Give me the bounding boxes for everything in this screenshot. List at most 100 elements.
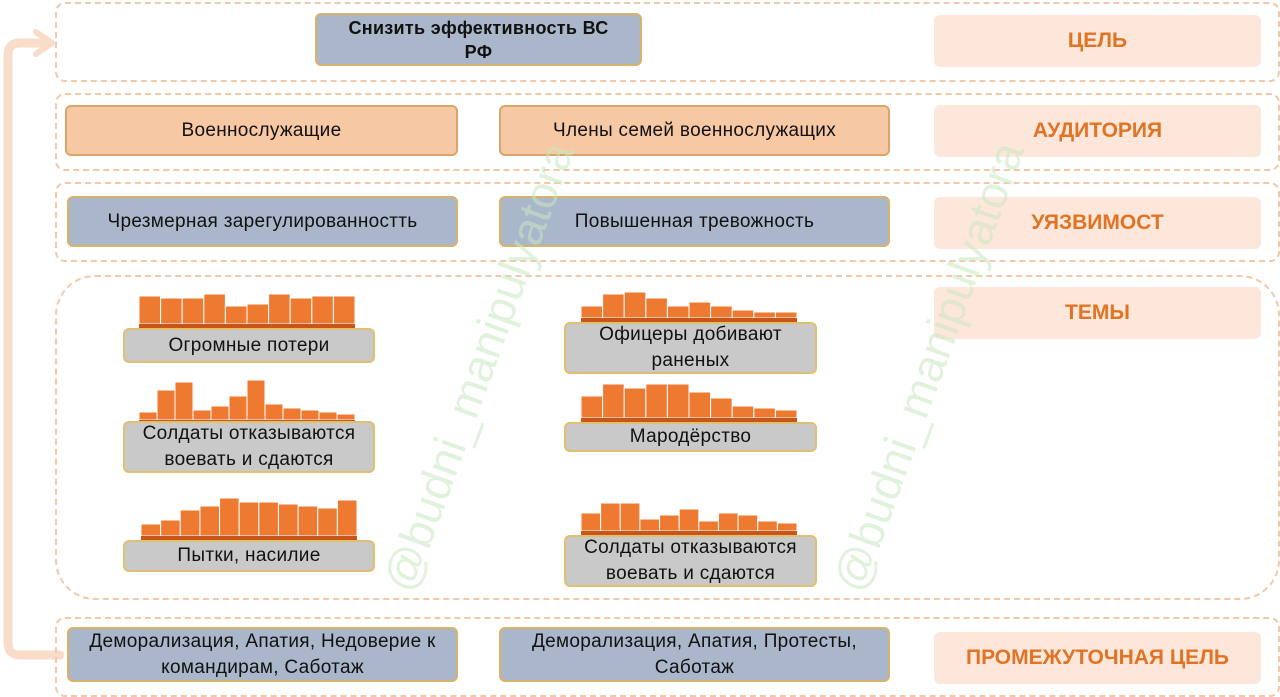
- histogram-bar: [179, 509, 201, 537]
- histogram-baseline: [581, 418, 797, 422]
- theme-text-3: Пытки, насилие: [177, 545, 321, 566]
- histogram-bar: [602, 383, 625, 419]
- histogram-bar: [600, 502, 621, 532]
- histogram-bar: [268, 293, 291, 325]
- vulnerability-text-1: Чрезмерная зарегулированностть: [107, 210, 418, 232]
- histogram-bar: [776, 522, 797, 532]
- histogram-bar: [289, 297, 313, 325]
- theme-box-2: Солдаты отказываются воевать и сдаются: [123, 421, 375, 473]
- histogram-bar: [203, 293, 226, 325]
- histogram-bar: [246, 380, 266, 421]
- histogram-bar: [282, 407, 302, 421]
- goal-text: Снизить эффективность ВС РФ: [348, 17, 609, 62]
- audience-text-2: Члены семей военнослужащих: [552, 119, 837, 141]
- histogram-baseline: [581, 531, 797, 535]
- theme-box-4: Офицеры добивают раненых: [564, 322, 817, 374]
- histogram-bar: [228, 395, 248, 421]
- histogram-bar: [318, 411, 338, 421]
- audience-box-servicemen: Военнослужащие: [65, 105, 458, 156]
- goal-band: [55, 2, 1280, 82]
- histogram-bar: [317, 507, 338, 537]
- histogram-bar: [678, 508, 700, 532]
- histogram-bar: [645, 297, 668, 319]
- intermediate-label: ПРОМЕЖУТОЧНАЯ ЦЕЛЬ: [934, 632, 1261, 684]
- theme-text-4: Офицеры добивают раненых: [599, 324, 782, 371]
- histogram-bar: [688, 391, 712, 419]
- histogram-bar: [710, 305, 733, 319]
- theme-histogram-6: [581, 502, 797, 535]
- histogram-bar: [581, 305, 604, 319]
- intermediate-box-2: Деморализация, Апатия, Протесты, Саботаж: [499, 627, 890, 682]
- histogram-bar: [300, 409, 320, 421]
- histogram-bar: [297, 505, 319, 537]
- histogram-bar: [688, 301, 712, 319]
- histogram-bar: [238, 501, 260, 537]
- vulnerability-box-anxiety: Повышенная тревожность: [499, 196, 890, 247]
- vulnerability-band: [55, 182, 1280, 262]
- histogram-bar: [639, 518, 661, 532]
- histogram-bar: [619, 502, 641, 532]
- goal-label: ЦЕЛЬ: [934, 15, 1261, 67]
- histogram-bar: [181, 297, 205, 325]
- histogram-bar: [210, 405, 230, 421]
- theme-histogram-1: [139, 293, 355, 328]
- histogram-baseline: [581, 318, 797, 322]
- histogram-bar: [139, 411, 158, 421]
- feedback-loop-arrow: [3, 29, 65, 660]
- histogram-bar: [332, 295, 355, 325]
- audience-text-1: Военнослужащие: [181, 119, 342, 141]
- histogram-bar: [666, 305, 690, 319]
- theme-histogram-2: [139, 380, 355, 424]
- histogram-bar: [666, 383, 690, 419]
- histogram-bar: [753, 407, 776, 419]
- histogram-bar: [224, 305, 248, 325]
- histogram-bar: [336, 499, 357, 537]
- theme-text-2: Солдаты отказываются воевать и сдаются: [142, 423, 356, 470]
- intermediate-text-1: Деморализация, Апатия, Недоверие к коман…: [89, 630, 436, 678]
- histogram-bar: [623, 387, 647, 419]
- vulnerability-box-regulation: Чрезмерная зарегулированностть: [67, 196, 458, 247]
- audience-label: АУДИТОРИЯ: [934, 105, 1261, 157]
- histogram-bar: [602, 293, 625, 319]
- intermediate-band: [55, 617, 1280, 697]
- histogram-bar: [139, 295, 162, 325]
- histogram-bar: [581, 395, 604, 419]
- intermediate-box-1: Деморализация, Апатия, Недоверие к коман…: [67, 627, 458, 682]
- histogram-bar: [192, 409, 212, 421]
- histogram-bar: [698, 520, 719, 532]
- theme-histogram-4: [581, 291, 797, 322]
- audience-box-families: Члены семей военнослужащих: [499, 105, 890, 156]
- histogram-bar: [156, 389, 176, 421]
- histogram-bar: [141, 523, 162, 537]
- vulnerability-text-2: Повышенная тревожность: [574, 210, 815, 232]
- theme-text-6: Солдаты отказываются воевать и сдаются: [584, 537, 797, 584]
- histogram-bar: [174, 381, 194, 421]
- histogram-bar: [623, 291, 647, 319]
- theme-histogram-3: [141, 497, 357, 540]
- histogram-bar: [246, 303, 270, 325]
- histogram-bar: [277, 503, 299, 537]
- vulnerability-label: УЯЗВИМОСТ: [934, 197, 1261, 249]
- histogram-bar: [659, 514, 680, 532]
- histogram-bar: [757, 520, 778, 532]
- histogram-baseline: [141, 536, 357, 540]
- histogram-bar: [264, 403, 284, 421]
- histogram-bar: [737, 514, 759, 532]
- themes-label: ТЕМЫ: [934, 287, 1261, 339]
- histogram-baseline: [139, 324, 355, 328]
- theme-text-5: Мародёрство: [629, 426, 752, 447]
- histogram-bar: [336, 413, 355, 421]
- histogram-bar: [160, 297, 183, 325]
- theme-box-3: Пытки, насилие: [123, 540, 375, 572]
- histogram-bar: [717, 512, 739, 532]
- histogram-bar: [753, 311, 776, 319]
- audience-band: [55, 93, 1280, 171]
- goal-box: Снизить эффективность ВС РФ: [315, 13, 642, 66]
- histogram-bar: [199, 505, 221, 537]
- theme-histogram-5: [581, 383, 797, 422]
- theme-text-1: Огромные потери: [168, 334, 330, 356]
- histogram-bar: [731, 405, 755, 419]
- intermediate-text-2: Деморализация, Апатия, Протесты, Саботаж: [532, 630, 857, 678]
- histogram-bar: [731, 309, 755, 319]
- histogram-bar: [160, 519, 181, 537]
